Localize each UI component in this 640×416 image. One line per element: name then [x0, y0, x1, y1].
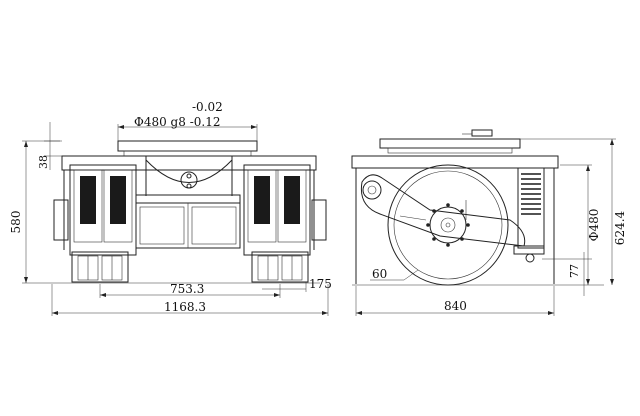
side-view-dimensions: [355, 138, 616, 316]
dim-angle: 60: [372, 267, 387, 281]
dim-inner-width: 753.3: [170, 282, 204, 296]
front-view: [53, 140, 327, 284]
side-spring: [521, 173, 541, 215]
side-view-labels: Φ480 624.4 77 60 840: [372, 209, 627, 313]
dim-length: 840: [444, 299, 467, 313]
hub-bolts: [426, 203, 470, 247]
dim-height-small: 38: [37, 155, 50, 169]
bore-spec: Φ480 g8 -0.12: [134, 115, 220, 129]
dim-wheel-diameter: Φ480: [587, 209, 601, 242]
dim-wheel-offset: 175: [309, 277, 332, 291]
tolerance-upper: -0.02: [192, 100, 223, 114]
dim-total-height: 624.4: [613, 210, 627, 245]
front-view-labels: -0.02 Φ480 g8 -0.12 580 38 753.3 175 116…: [9, 100, 332, 314]
right-springs: [254, 176, 300, 224]
side-view: [351, 129, 560, 286]
dim-height-total: 580: [9, 211, 23, 234]
left-springs: [80, 176, 126, 224]
front-view-dimensions: [22, 122, 329, 316]
dim-overall-width: 1168.3: [164, 300, 206, 314]
dim-ground-clearance: 77: [568, 264, 581, 278]
